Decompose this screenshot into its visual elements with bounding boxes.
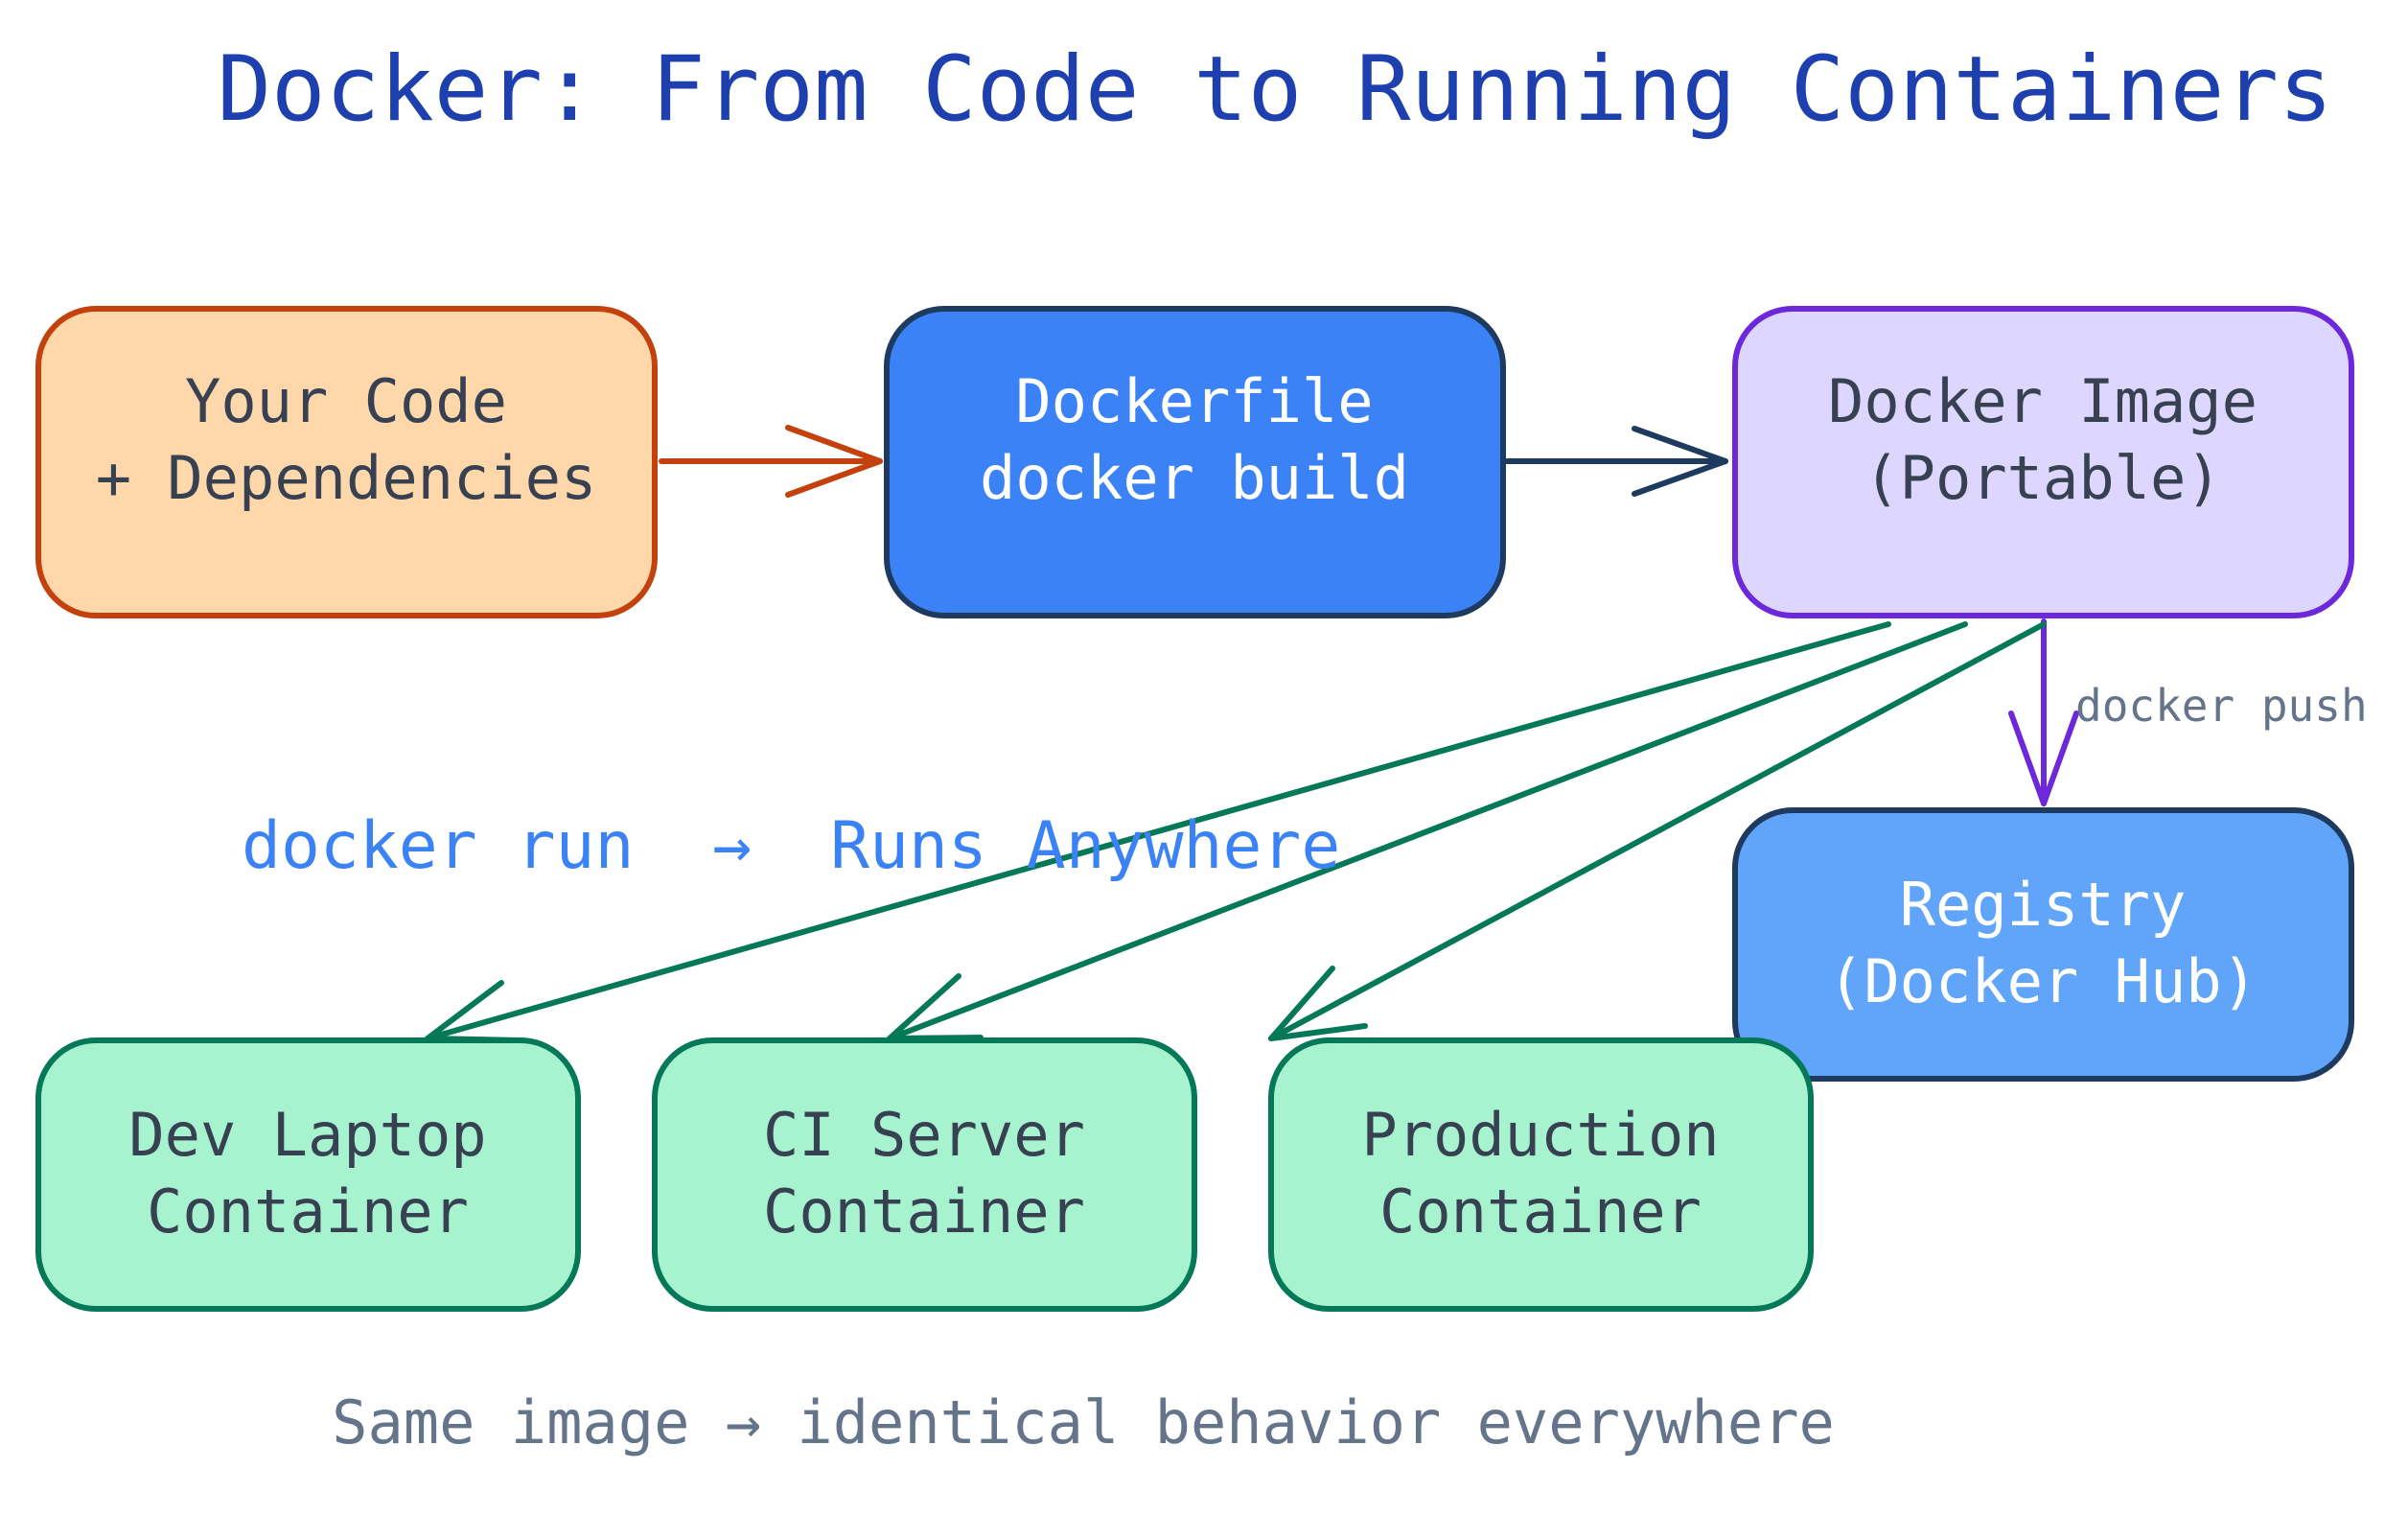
node-docker-image-line2: (Portable) [1864, 443, 2221, 513]
node-dockerfile-line2: docker build [980, 443, 1409, 513]
node-docker-image: Docker Image (Portable) [1732, 306, 2354, 618]
node-ci-server-container: CI Server Container [652, 1037, 1197, 1312]
arrow-dockerfile-to-image [1504, 426, 1728, 497]
node-ci-line1: CI Server [763, 1100, 1085, 1170]
node-dockerfile: Dockerfile docker build [884, 306, 1506, 618]
arrow-image-to-prod [1268, 621, 2047, 1041]
diagram-title: Docker: From Code to Running Containers [217, 37, 2332, 142]
node-registry: Registry (Docker Hub) [1732, 807, 2354, 1082]
node-your-code-line2: + Dependencies [96, 443, 597, 513]
node-dev-laptop-container: Dev Laptop Container [35, 1037, 581, 1312]
node-dev-line2: Container [147, 1177, 469, 1247]
docker-run-label: docker run → Runs Anywhere [242, 808, 1340, 884]
node-registry-line2: (Docker Hub) [1828, 946, 2258, 1016]
node-your-code-line1: Your Code [185, 366, 507, 436]
node-your-code: Your Code + Dependencies [35, 306, 658, 618]
arrow-code-to-dockerfile [659, 425, 883, 498]
node-docker-image-line1: Docker Image [1828, 366, 2258, 436]
node-dev-line1: Dev Laptop [128, 1100, 486, 1170]
node-production-container: Production Container [1268, 1037, 1814, 1312]
node-dockerfile-line1: Dockerfile [1015, 366, 1373, 436]
node-prod-line1: Production [1361, 1100, 1719, 1170]
node-registry-line1: Registry [1900, 870, 2187, 940]
node-ci-line2: Container [763, 1177, 1085, 1247]
docker-push-label: docker push [2075, 680, 2368, 732]
arrow-image-to-registry [2008, 618, 2079, 806]
node-prod-line2: Container [1379, 1177, 1702, 1247]
footer-caption: Same image → identical behavior everywhe… [332, 1387, 1835, 1457]
